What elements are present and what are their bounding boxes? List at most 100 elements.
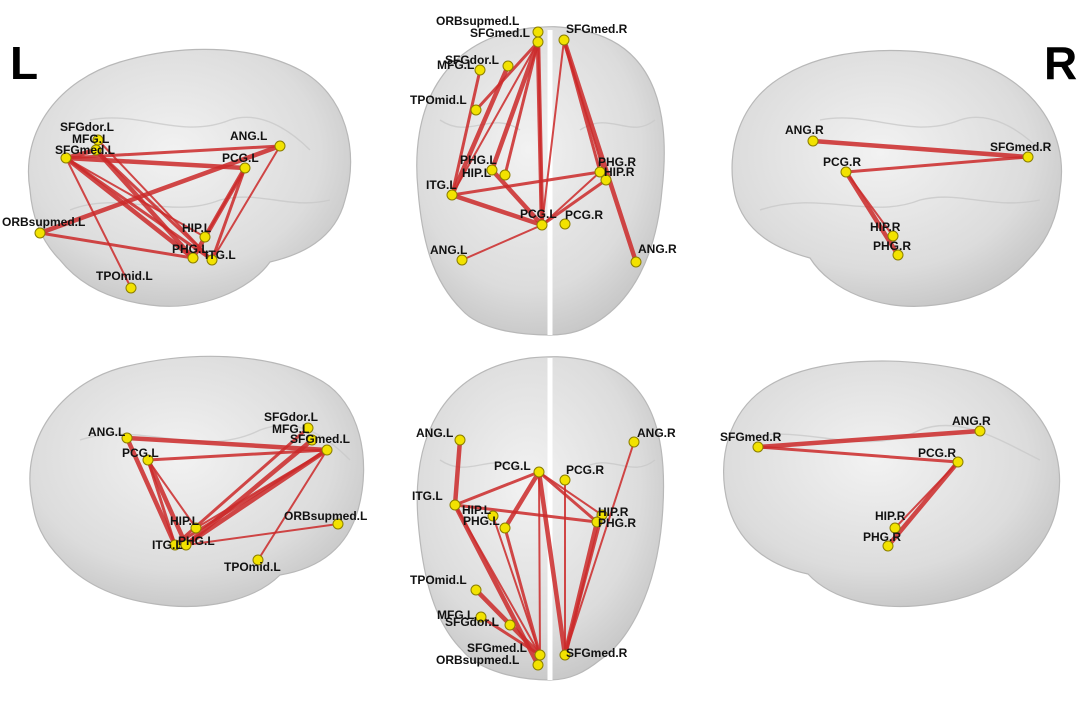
connection-edge-PCG.R-PHG.R: [885, 459, 961, 549]
node-SFGmed.L: [321, 444, 333, 456]
node-ORBsupmed.L: [532, 659, 544, 671]
node-label-MFG.L: MFG.L: [437, 58, 474, 72]
left-hemisphere-letter: L: [10, 37, 39, 89]
connection-edge-SFGmed.L-TPOmid.L: [474, 40, 540, 112]
sulcus-line: [579, 459, 656, 471]
connection-edge-MFG.L-PHG.L: [93, 147, 196, 261]
connection-edge-PCG.L-PHG.L: [145, 457, 189, 548]
connection-edge-SFGmed.L-PCG.L: [63, 155, 248, 171]
node-HIP.L: [190, 522, 202, 534]
node-ANG.L: [456, 254, 468, 266]
sulcus-line: [819, 116, 1041, 151]
node-HIP.L: [199, 231, 211, 243]
node-label-ITG.L: ITG.L: [426, 178, 457, 192]
node-label-PHG.L: PHG.L: [178, 534, 215, 548]
node-ITG.L: [206, 254, 218, 266]
sulcus-line: [69, 196, 331, 211]
node-ORBsupmed.L: [332, 518, 344, 530]
node-label-ANG.R: ANG.R: [637, 426, 676, 440]
connection-edge-MFG.L-ITG.L: [94, 148, 214, 262]
connection-edge-PCG.L-ITG.L: [210, 166, 247, 262]
connection-edge-ANG.L-ITG.L: [452, 437, 463, 508]
connection-edge-ORBsupmed.L-PHG.L: [38, 231, 195, 260]
brain-right-medial-bottom: [723, 360, 1061, 607]
node-label-PCG.R: PCG.R: [566, 463, 604, 477]
node-label-PCG.L: PCG.L: [122, 446, 159, 460]
connection-edge-MFG.L-SFGmed.L: [479, 615, 542, 657]
connection-edge-ORBsupmed.L-ANG.L: [37, 143, 283, 236]
connection-edge-SFGmed.L-ITG.L: [64, 156, 214, 262]
node-PHG.L: [499, 522, 511, 534]
node-TPOmid.L: [470, 104, 482, 116]
node-PHG.R: [591, 516, 603, 528]
node-MFG.L: [306, 434, 318, 446]
connection-edge-MFG.L-PHG.L: [183, 437, 315, 548]
node-label-ITG.L: ITG.L: [152, 538, 183, 552]
node-label-MFG.L: MFG.L: [272, 422, 309, 436]
node-ITG.L: [169, 539, 181, 551]
brain-left-medial-bottom: [29, 355, 365, 607]
node-SFGmed.L: [534, 649, 546, 661]
right-hemisphere-letter: R: [1044, 37, 1078, 89]
connection-edge-ANG.R-SFGmed.R: [810, 138, 1031, 160]
connection-edge-ANG.L-ITG.L: [124, 435, 178, 548]
sulcus-line: [759, 196, 1041, 211]
connection-edge-ITG.L-PCG.L: [449, 192, 545, 228]
node-label-HIP.R: HIP.R: [870, 220, 901, 234]
node-ANG.R: [628, 436, 640, 448]
node-PHG.R: [882, 540, 894, 552]
connection-edge-SFGmed.R-HIP.R: [563, 39, 607, 181]
node-TPOmid.L: [252, 554, 264, 566]
node-label-HIP.L: HIP.L: [170, 514, 199, 528]
node-PHG.R: [594, 166, 606, 178]
connection-edge-SFGmed.L-ITG.L: [451, 41, 539, 196]
node-PHG.L: [486, 164, 498, 176]
node-label-ORBsupmed.L: ORBsupmed.L: [436, 14, 519, 28]
node-label-PHG.R: PHG.R: [863, 530, 901, 544]
connection-edge-PCG.L-HIP.R: [538, 471, 603, 516]
node-label-SFGmed.R: SFGmed.R: [566, 22, 628, 36]
brain-axial-bottom: [416, 356, 665, 681]
node-TPOmid.L: [125, 282, 137, 294]
node-PCG.R: [840, 166, 852, 178]
node-HIP.R: [600, 174, 612, 186]
node-SFGmed.R: [559, 649, 571, 661]
sulcus-line: [739, 424, 1041, 461]
node-MFG.L: [474, 64, 486, 76]
node-label-TPOmid.L: TPOmid.L: [224, 560, 281, 574]
node-label-ANG.L: ANG.L: [430, 243, 467, 257]
connection-edge-ANG.L-SFGmed.L: [124, 435, 330, 453]
connection-edge-PHG.L-SFGmed.L: [503, 526, 542, 657]
node-label-MFG.L: MFG.L: [437, 608, 474, 622]
node-label-ANG.L: ANG.L: [88, 425, 125, 439]
node-label-PHG.R: PHG.R: [873, 239, 911, 253]
node-label-ANG.L: ANG.L: [230, 129, 267, 143]
node-label-HIP.R: HIP.R: [875, 509, 906, 523]
node-label-PHG.L: PHG.L: [172, 242, 209, 256]
node-MFG.L: [475, 611, 487, 623]
connection-edge-PCG.L-HIP.L: [147, 459, 197, 529]
connection-edge-PHG.R-PCG.L: [541, 171, 601, 226]
connection-edge-PCG.L-PHG.R: [537, 470, 599, 524]
node-label-SFGmed.R: SFGmed.R: [566, 646, 628, 660]
node-SFGdor.L: [502, 60, 514, 72]
connection-edge-SFGdor.L-ITG.L: [449, 63, 511, 198]
node-label-PCG.R: PCG.R: [823, 155, 861, 169]
connection-edge-SFGmed.R-ANG.R: [755, 428, 983, 450]
node-label-ORBsupmed.L: ORBsupmed.L: [2, 215, 85, 229]
node-SFGmed.R: [1022, 151, 1034, 163]
node-label-SFGmed.L: SFGmed.L: [470, 26, 530, 40]
connection-edge-PCG.R-SFGmed.R: [844, 155, 1030, 174]
node-label-HIP.L: HIP.L: [462, 166, 491, 180]
node-PCG.L: [533, 466, 545, 478]
connection-edge-SFGmed.R-PCG.L: [541, 39, 565, 226]
node-SFGmed.R: [752, 441, 764, 453]
node-label-HIP.L: HIP.L: [462, 503, 491, 517]
node-label-ANG.L: ANG.L: [416, 426, 453, 440]
connection-edge-PCG.R-PHG.R: [843, 169, 901, 258]
node-PCG.R: [559, 474, 571, 486]
node-label-PCG.R: PCG.R: [565, 208, 603, 222]
connection-edge-ANG.L-ITG.L: [211, 145, 281, 261]
